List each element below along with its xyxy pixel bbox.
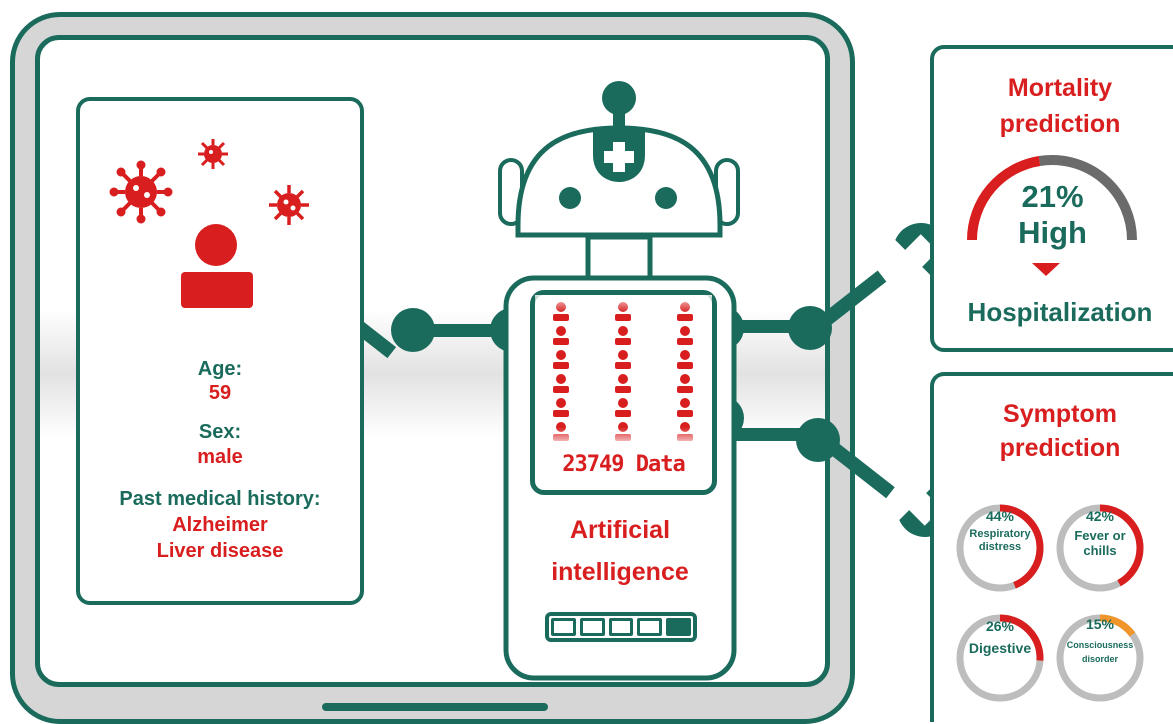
patient-illustration [109,139,309,308]
robot-eye-left [559,187,581,209]
gauge-fill [967,156,1041,241]
symptom-label-line2: disorder [1081,654,1118,664]
symptom-label-line1: Digestive [968,640,1032,656]
right-lower-forearm [815,431,895,499]
ai-label-line1: Artificial [569,516,671,544]
mortality-title-line1: Mortality [1007,74,1113,102]
right-lower-upper-arm [720,428,810,441]
progress-segment [579,618,605,636]
patient-avatar-icon [181,224,253,308]
symptom-label: Fever or chills [1058,528,1142,558]
left-elbow-joint [391,308,435,352]
age-label: Age: [197,358,243,380]
symptom-title-line2: prediction [999,434,1121,462]
virus-icon [109,160,173,224]
robot-eye-right [655,187,677,209]
progress-segment [608,618,634,636]
mortality-title-line2: prediction [999,110,1121,138]
symptom-label: Respiratory distress [958,528,1042,554]
mortality-percent: 21% [1021,179,1084,214]
home-bar [322,703,548,711]
donut-fill [1056,504,1144,592]
progress-segment [666,618,691,636]
progress-bar [545,612,697,642]
symptom-percent: 42% [1085,508,1115,524]
mortality-level: High [1018,215,1087,250]
history-item: Liver disease [156,540,284,562]
symptom-label-line1: Respiratory [969,528,1031,540]
progress-segment [637,618,663,636]
donut-fill [956,504,1044,592]
right-upper-forearm [802,270,887,341]
symptom-label-line2: chills [1083,543,1117,558]
patient-card [76,97,364,605]
virus-icon [269,185,309,225]
symptom-donuts [956,504,1144,702]
ai-label-line2: intelligence [551,558,689,586]
history-item: Alzheimer [172,514,268,536]
symptom-label: Digestive [958,640,1042,656]
age-value: 59 [208,382,232,404]
symptom-label-line2: distress [978,541,1022,553]
symptom-percent: 26% [985,618,1015,634]
gauge-track [1038,155,1137,241]
sex-value: male [197,446,243,468]
gauge-pointer-icon [1032,263,1060,276]
mortality-card [930,45,1173,352]
history-label: Past medical history: [119,488,321,510]
symptom-percent: 44% [985,508,1015,524]
donut-fill [1056,614,1144,702]
donut-fill [956,614,1044,702]
symptom-percent: 15% [1085,616,1115,632]
robot-neck [585,234,653,284]
robot-antenna-icon [602,81,636,115]
symptom-title-line1: Symptom [1003,400,1117,428]
data-people-grid [535,295,712,445]
symptom-card [930,372,1173,722]
symptom-label-line1: Consciousness [1066,640,1134,650]
mortality-outcome: Hospitalization [967,297,1153,327]
sex-label: Sex: [198,421,242,443]
data-count-label: 23749 Data [562,452,685,477]
progress-segment [551,618,576,636]
mortality-gauge [967,155,1137,276]
symptom-label: Consciousness disorder [1058,638,1142,666]
virus-icon [198,139,228,169]
symptom-label-line1: Fever or [1074,528,1126,543]
